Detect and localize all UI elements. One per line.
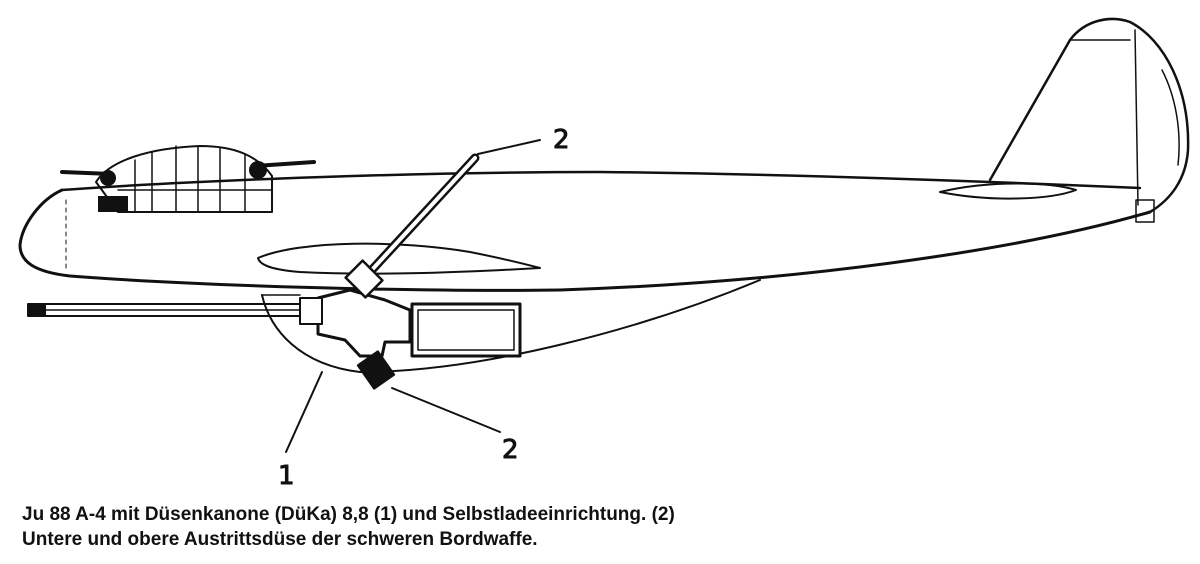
- callout-upper-nozzle: 2: [553, 125, 570, 155]
- leader-line-cannon: [285, 371, 323, 453]
- breech-mechanism: [299, 288, 522, 358]
- horizontal-stabilizer: [939, 182, 1077, 200]
- lower-exhaust-nozzle: [356, 350, 396, 390]
- caption-line-2: Untere und obere Austrittsdüse der schwe…: [22, 529, 538, 550]
- cockpit-canopy: [60, 145, 316, 213]
- figure-caption: Ju 88 A-4 mit Düsenkanone (DüKa) 8,8 (1)…: [22, 502, 1182, 552]
- ventral-gondola: [261, 279, 761, 373]
- leader-line-upper-nozzle: [477, 139, 541, 155]
- wing: [257, 242, 541, 275]
- cannon-barrel: [27, 303, 325, 317]
- aircraft-drawing: 2 2 1: [18, 17, 1190, 490]
- upper-exhaust-nozzle: [344, 153, 480, 299]
- tail-fin: [988, 17, 1190, 223]
- callout-lower-nozzle: 2: [502, 435, 519, 465]
- callout-cannon: 1: [278, 461, 295, 490]
- leader-line-lower-nozzle: [391, 387, 501, 433]
- caption-line-1: Ju 88 A-4 mit Düsenkanone (DüKa) 8,8 (1)…: [22, 504, 675, 525]
